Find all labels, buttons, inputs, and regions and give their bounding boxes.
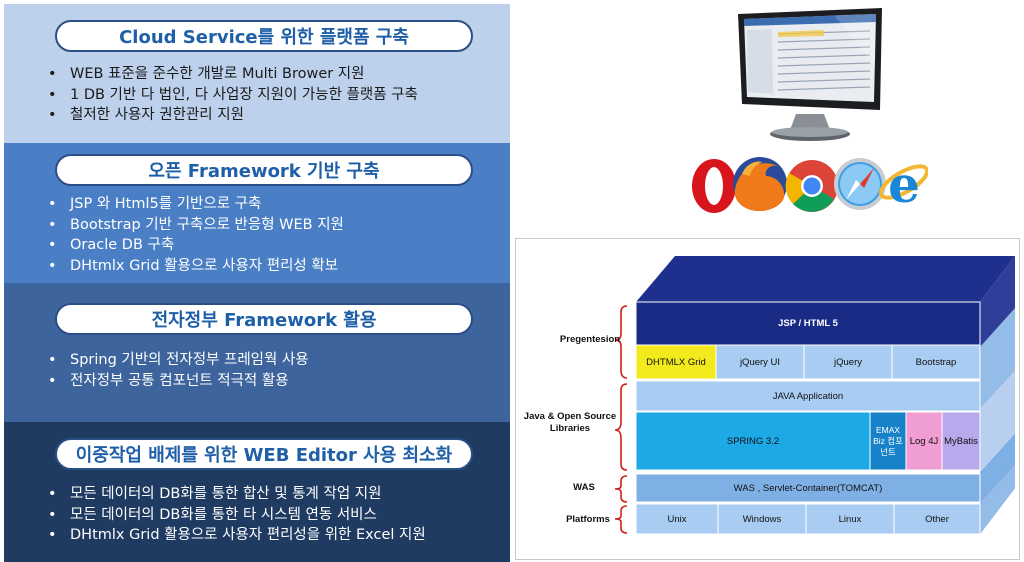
internet-explorer-icon: e [878, 155, 928, 214]
safari-icon [834, 158, 886, 210]
layer-spring: SPRING 3.2 [726, 435, 780, 447]
lib-bootstrap: Bootstrap [915, 356, 957, 368]
list-item: Bootstrap 기반 구축으로 반응형 WEB 지원 [48, 215, 344, 236]
section-cloud-service: Cloud Service를 위한 플랫폼 구축 WEB 표준을 준수한 개발로… [4, 4, 510, 143]
platform-windows: Windows [742, 513, 782, 525]
bullet-list: JSP 와 Html5를 기반으로 구축 Bootstrap 기반 구축으로 반… [48, 194, 344, 276]
layer-mybatis: MyBatis [944, 435, 978, 447]
bullet-list: Spring 기반의 전자정부 프레임웍 사용 전자정부 공통 컴포넌트 적극적… [48, 350, 309, 391]
firefox-icon [733, 157, 787, 212]
section-title: 전자정부 Framework 활용 [55, 303, 473, 335]
section-web-editor: 이중작업 배제를 위한 WEB Editor 사용 최소화 모든 데이터의 DB… [4, 422, 510, 562]
opera-icon [692, 159, 736, 213]
architecture-diagram [614, 256, 1015, 535]
lib-jquery-ui: jQuery UI [739, 356, 781, 368]
list-item: DHtmlx Grid 활용으로 사용자 편리성을 위한 Excel 지원 [48, 525, 426, 546]
list-item: 1 DB 기반 다 법인, 다 사업장 지원이 가능한 플랫폼 구축 [48, 85, 418, 106]
platform-linux: Linux [838, 513, 862, 525]
list-item: DHtmlx Grid 활용으로 사용자 편리성 확보 [48, 256, 344, 277]
browser-logos: e [692, 155, 928, 214]
section-title: Cloud Service를 위한 플랫폼 구축 [55, 20, 473, 52]
label-java-libraries: Java & Open Source Libraries [523, 411, 617, 434]
chrome-icon [785, 160, 838, 212]
list-item: WEB 표준을 준수한 개발로 Multi Brower 지원 [48, 64, 418, 85]
label-was: WAS [573, 482, 595, 493]
platform-unix: Unix [667, 513, 687, 525]
list-item: Spring 기반의 전자정부 프레임웍 사용 [48, 350, 309, 371]
layer-jsp-html5: JSP / HTML 5 [778, 318, 838, 329]
list-item: 모든 데이터의 DB화를 통한 합산 및 통계 작업 지원 [48, 484, 426, 505]
list-item: 모든 데이터의 DB화를 통한 타 시스템 연동 서비스 [48, 505, 426, 526]
bullet-list: WEB 표준을 준수한 개발로 Multi Brower 지원 1 DB 기반 … [48, 64, 418, 126]
section-title: 오픈 Framework 기반 구축 [55, 154, 473, 186]
list-item: Oracle DB 구축 [48, 235, 344, 256]
section-title: 이중작업 배제를 위한 WEB Editor 사용 최소화 [55, 438, 473, 470]
lib-jquery: jQuery [834, 356, 862, 368]
monitor-icon [738, 8, 882, 141]
list-item: 전자정부 공통 컴포넌트 적극적 활용 [48, 371, 309, 392]
layer-emax-biz: EMAX Biz 컴포넌트 [873, 424, 903, 457]
svg-text:e: e [888, 155, 920, 214]
layer-java-application: JAVA Application [772, 390, 844, 402]
section-egov-framework: 전자정부 Framework 활용 Spring 기반의 전자정부 프레임웍 사… [4, 283, 510, 422]
section-open-framework: 오픈 Framework 기반 구축 JSP 와 Html5를 기반으로 구축 … [4, 143, 510, 283]
bullet-list: 모든 데이터의 DB화를 통한 합산 및 통계 작업 지원 모든 데이터의 DB… [48, 484, 426, 546]
label-presentation: Pregentesion [559, 334, 621, 345]
list-item: JSP 와 Html5를 기반으로 구축 [48, 194, 344, 215]
platform-other: Other [925, 513, 949, 525]
lib-dhtmlx-grid: DHTMLX Grid [646, 356, 706, 368]
layer-log4j: Log 4J [909, 435, 939, 447]
label-platforms: Platforms [566, 514, 610, 525]
list-item: 철저한 사용자 권한관리 지원 [48, 105, 418, 126]
layer-was: WAS , Servlet-Container(TOMCAT) [733, 482, 883, 494]
